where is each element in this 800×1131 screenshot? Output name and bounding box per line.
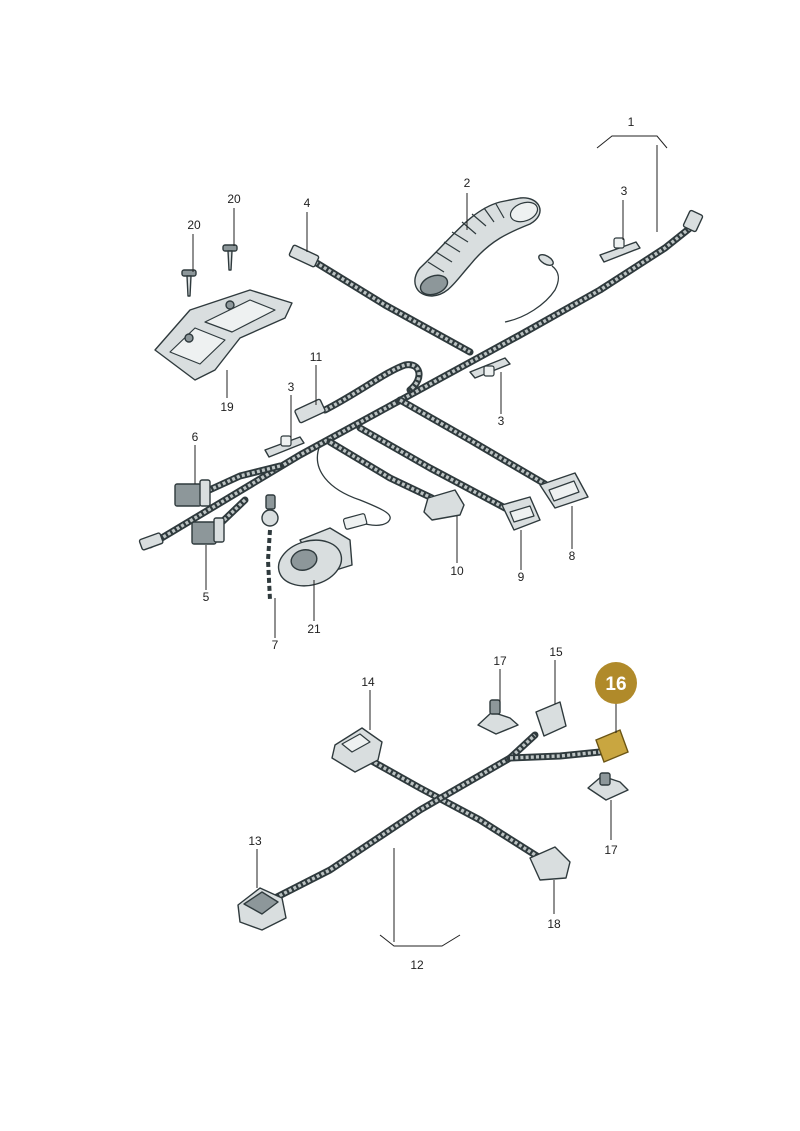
callout-12: 12 <box>410 958 424 972</box>
bracket-part <box>154 289 293 381</box>
screw-part <box>222 244 238 271</box>
callout-18: 18 <box>547 917 561 931</box>
callout-labels: 1 2 3 4 20 20 19 11 3 3 6 5 7 21 10 9 8 … <box>187 115 637 972</box>
socket-part <box>277 513 368 587</box>
callout-4: 4 <box>304 196 311 210</box>
callout-3: 3 <box>498 414 505 428</box>
clip-part <box>264 435 305 458</box>
clip-part <box>469 357 511 379</box>
clip-part <box>599 237 641 263</box>
connector-part <box>191 517 225 545</box>
callout-6: 6 <box>192 430 199 444</box>
callout-16: 16 <box>605 674 626 695</box>
callout-20: 20 <box>187 218 201 232</box>
callout-9: 9 <box>518 570 525 584</box>
callout-13: 13 <box>248 834 262 848</box>
callout-21: 21 <box>307 622 321 636</box>
callout-8: 8 <box>569 549 576 563</box>
callout-3: 3 <box>288 380 295 394</box>
connector-part <box>174 479 211 507</box>
callout-5: 5 <box>203 590 210 604</box>
screw-part <box>181 269 197 297</box>
callout-17: 17 <box>604 843 618 857</box>
callout-2: 2 <box>464 176 471 190</box>
callout-14: 14 <box>361 675 375 689</box>
sensor-part <box>261 494 279 601</box>
callout-3: 3 <box>621 184 628 198</box>
callout-1: 1 <box>628 115 635 129</box>
callout-7: 7 <box>272 638 279 652</box>
callout-15: 15 <box>549 645 563 659</box>
clip-part <box>587 772 629 801</box>
leader-lines <box>192 135 668 947</box>
lower-harness <box>237 699 629 931</box>
upper-harness <box>138 197 704 601</box>
highlighted-connector <box>595 729 629 763</box>
callout-badge-16[interactable]: 16 <box>595 662 637 704</box>
callout-20: 20 <box>227 192 241 206</box>
callout-11: 11 <box>310 350 323 364</box>
callout-10: 10 <box>450 564 464 578</box>
callout-19: 19 <box>220 400 234 414</box>
callout-17: 17 <box>493 654 507 668</box>
clip-part <box>477 699 519 735</box>
corrugated-tube-part <box>414 197 541 297</box>
